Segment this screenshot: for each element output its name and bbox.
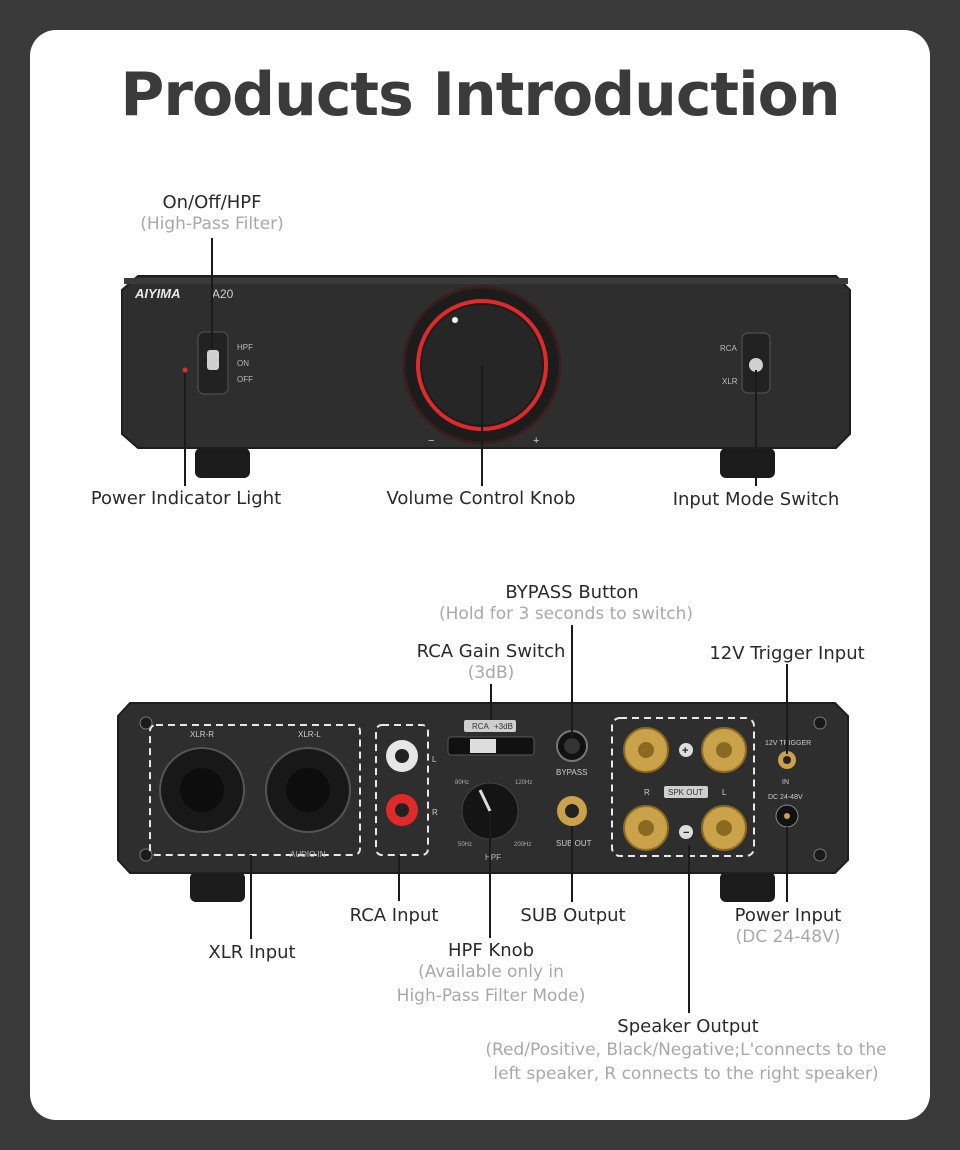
dc-label: DC 24-48V: [768, 794, 803, 801]
leader-input-mode: [755, 370, 757, 486]
callout-rca-gain-sub: (3dB): [467, 663, 515, 683]
plus-mark: [679, 743, 693, 757]
xlr-l-label: XLR-L: [298, 730, 321, 739]
callout-speaker-output-sub2: left speaker, R connects to the right sp…: [493, 1064, 879, 1084]
leader-hpf-knob: [489, 811, 491, 938]
volume-plus: +: [533, 435, 539, 447]
rca-r-label: R: [432, 808, 438, 817]
audio-in-label: AUDIO IN: [290, 850, 326, 859]
leader-xlr-input: [250, 855, 252, 939]
rca-l-label: L: [432, 755, 437, 764]
spk-out-label: SPK OUT: [668, 788, 703, 797]
rca-gain-label-box: [464, 720, 516, 732]
input-switch-toggle: [749, 358, 763, 372]
leader-bypass: [571, 625, 573, 739]
screw: [813, 848, 827, 862]
volume-indicator-dot: [452, 317, 458, 323]
leader-rca-input: [398, 855, 400, 901]
hpf-mark-120: 120Hz: [515, 780, 532, 786]
svg-text:+: +: [682, 745, 688, 757]
leader-rca-gain: [490, 684, 492, 720]
hpf-mark-80: 80Hz: [455, 780, 469, 786]
callout-speaker-output-sub1: (Red/Positive, Black/Negative;L'connects…: [485, 1040, 887, 1060]
front-foot-right: [720, 448, 775, 478]
input-pos-rca: RCA: [720, 344, 738, 353]
callout-onoff-sub: (High-Pass Filter): [140, 214, 284, 234]
hpf-label: HPF: [485, 853, 501, 862]
callout-rca-gain-label: RCA Gain Switch: [416, 641, 566, 662]
model-label: A20: [212, 287, 234, 301]
front-foot-left: [195, 448, 250, 478]
rear-foot-left: [190, 872, 245, 902]
callout-power-input-label: Power Input: [734, 905, 842, 926]
spk-l-label: L: [722, 788, 727, 797]
screw: [139, 848, 153, 862]
switch-pos-on: ON: [237, 359, 249, 368]
leader-sub-output: [571, 826, 573, 902]
page-title: Products Introduction: [120, 60, 840, 130]
power-indicator-light: [182, 367, 188, 373]
hpf-mark-50: 50Hz: [458, 842, 472, 848]
callout-trigger-label: 12V Trigger Input: [709, 643, 865, 664]
callout-onoff-label: On/Off/HPF: [162, 192, 262, 213]
switch-pos-hpf: HPF: [237, 343, 253, 352]
brand-logo: AIYIMA: [134, 286, 181, 301]
callout-power-light-label: Power Indicator Light: [90, 488, 282, 509]
leader-power-input: [786, 827, 788, 902]
spk-out-badge: [664, 786, 708, 798]
leader-power-light: [184, 373, 186, 486]
trigger-in-label: IN: [782, 779, 789, 786]
callout-hpf-knob-label: HPF Knob: [447, 940, 535, 961]
callout-speaker-output-label: Speaker Output: [617, 1016, 759, 1037]
screw: [139, 716, 153, 730]
leader-volume: [481, 365, 483, 486]
rca-gain-value: +3dB: [494, 722, 513, 731]
trigger-label: 12V TRIGGER: [765, 740, 811, 747]
bypass-label: BYPASS: [556, 768, 587, 777]
rca-gain-label: RCA: [472, 722, 490, 731]
callout-rca-input-label: RCA Input: [349, 905, 439, 926]
content-card: [30, 30, 930, 1120]
hpf-mark-200: 200Hz: [514, 842, 531, 848]
leader-onoff: [211, 238, 213, 348]
input-pos-xlr: XLR: [722, 377, 738, 386]
callout-xlr-input-label: XLR Input: [208, 942, 296, 963]
speaker-dashed-box: [611, 717, 755, 857]
screw: [813, 716, 827, 730]
callout-hpf-knob-sub1: (Available only in: [418, 962, 564, 982]
svg-text:−: −: [683, 827, 689, 839]
callout-volume-label: Volume Control Knob: [386, 488, 576, 509]
callout-sub-output-label: SUB Output: [520, 905, 626, 926]
leader-speaker-output: [688, 845, 690, 1013]
callout-power-input-sub: (DC 24-48V): [735, 927, 841, 947]
spk-r-label: R: [644, 788, 650, 797]
callout-bypass-label: BYPASS Button: [505, 582, 639, 603]
callout-bypass-sub: (Hold for 3 seconds to switch): [439, 604, 693, 624]
switch-pos-off: OFF: [237, 375, 253, 384]
xlr-r-label: XLR-R: [190, 730, 214, 739]
minus-mark: [679, 825, 693, 839]
callout-hpf-knob-sub2: High-Pass Filter Mode): [396, 986, 586, 1006]
power-switch-toggle: [207, 350, 219, 370]
rear-foot-right: [720, 872, 775, 902]
leader-trigger: [786, 664, 788, 754]
rca-dashed-box: [375, 724, 429, 856]
volume-minus: −: [428, 435, 434, 447]
sub-out-label: SUB OUT: [556, 839, 592, 848]
callout-input-mode-label: Input Mode Switch: [672, 489, 840, 510]
xlr-dashed-box: [149, 724, 361, 856]
